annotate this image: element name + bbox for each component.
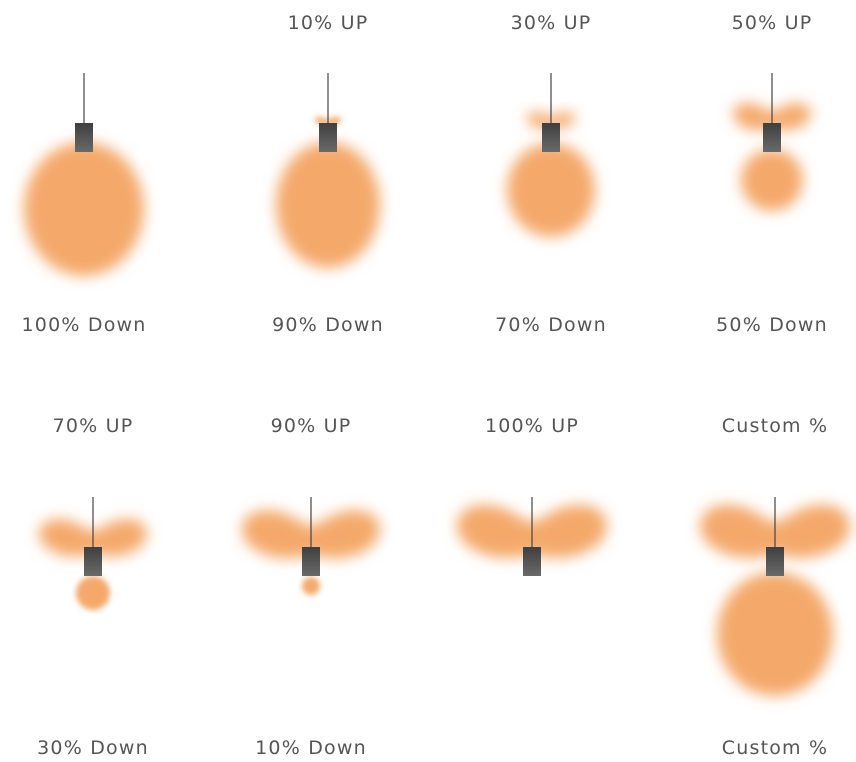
- pendant-fixture: [319, 123, 337, 152]
- downlight-label: 30% Down: [37, 737, 149, 759]
- uplight-label: 70% UP: [52, 415, 134, 437]
- pendant-fixture: [523, 547, 541, 576]
- downlight-label: 10% Down: [255, 737, 367, 759]
- uplight-label: 30% UP: [510, 12, 592, 34]
- downlight-label: Custom %: [721, 737, 829, 759]
- fixture-hardware: [75, 73, 784, 576]
- light-glows: [24, 102, 851, 696]
- pendant-fixture: [542, 123, 560, 152]
- pendant-fixture: [766, 547, 784, 576]
- uplight-label: 100% UP: [484, 415, 580, 437]
- pendant-fixture: [75, 123, 93, 152]
- downlight-glow-10: [302, 577, 320, 595]
- downlight-label: 100% Down: [21, 314, 147, 336]
- downlight-glow-70: [507, 143, 595, 237]
- downlight-label: 90% Down: [272, 314, 384, 336]
- downlight-label: 50% Down: [716, 314, 828, 336]
- downlight-glow-100: [717, 572, 833, 696]
- uplight-label: 10% UP: [287, 12, 369, 34]
- downlight-glow-30: [76, 576, 110, 610]
- downlight-glow-50: [741, 149, 803, 211]
- downlight-label: 70% Down: [495, 314, 607, 336]
- downlight-glow-90: [276, 142, 380, 268]
- pendant-fixture: [84, 547, 102, 576]
- pendant-fixture: [763, 123, 781, 152]
- downlight-glow-100: [24, 142, 144, 276]
- uplight-label: 90% UP: [270, 415, 352, 437]
- pendant-fixture: [302, 547, 320, 576]
- uplight-label: Custom %: [721, 415, 829, 437]
- uplight-label: 50% UP: [731, 12, 813, 34]
